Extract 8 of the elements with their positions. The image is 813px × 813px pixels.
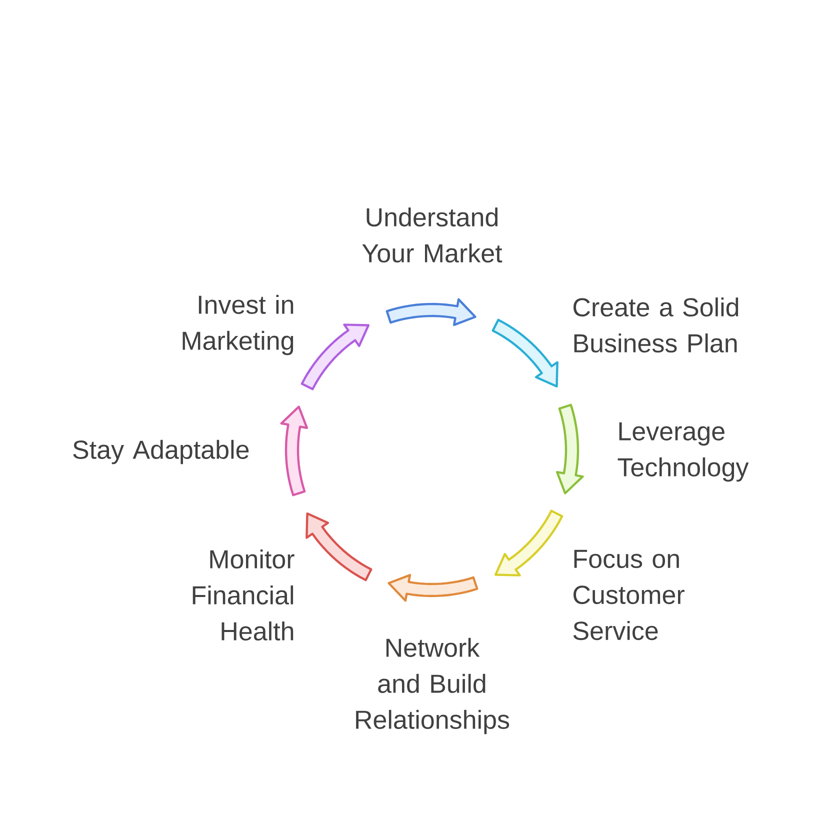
step-label: Understand Your Market bbox=[362, 207, 502, 263]
step-label: Monitor Financial Health bbox=[192, 549, 294, 641]
step-label: Create a Solid Business Plan bbox=[574, 297, 738, 353]
step-label: Stay Adaptable bbox=[73, 440, 249, 464]
step-label: Network and Build Relationships bbox=[356, 638, 510, 734]
step-label: Leverage Technology bbox=[618, 422, 749, 482]
step-label: Invest in Marketing bbox=[182, 294, 294, 356]
step-label: Focus on Customer Service bbox=[573, 550, 684, 640]
